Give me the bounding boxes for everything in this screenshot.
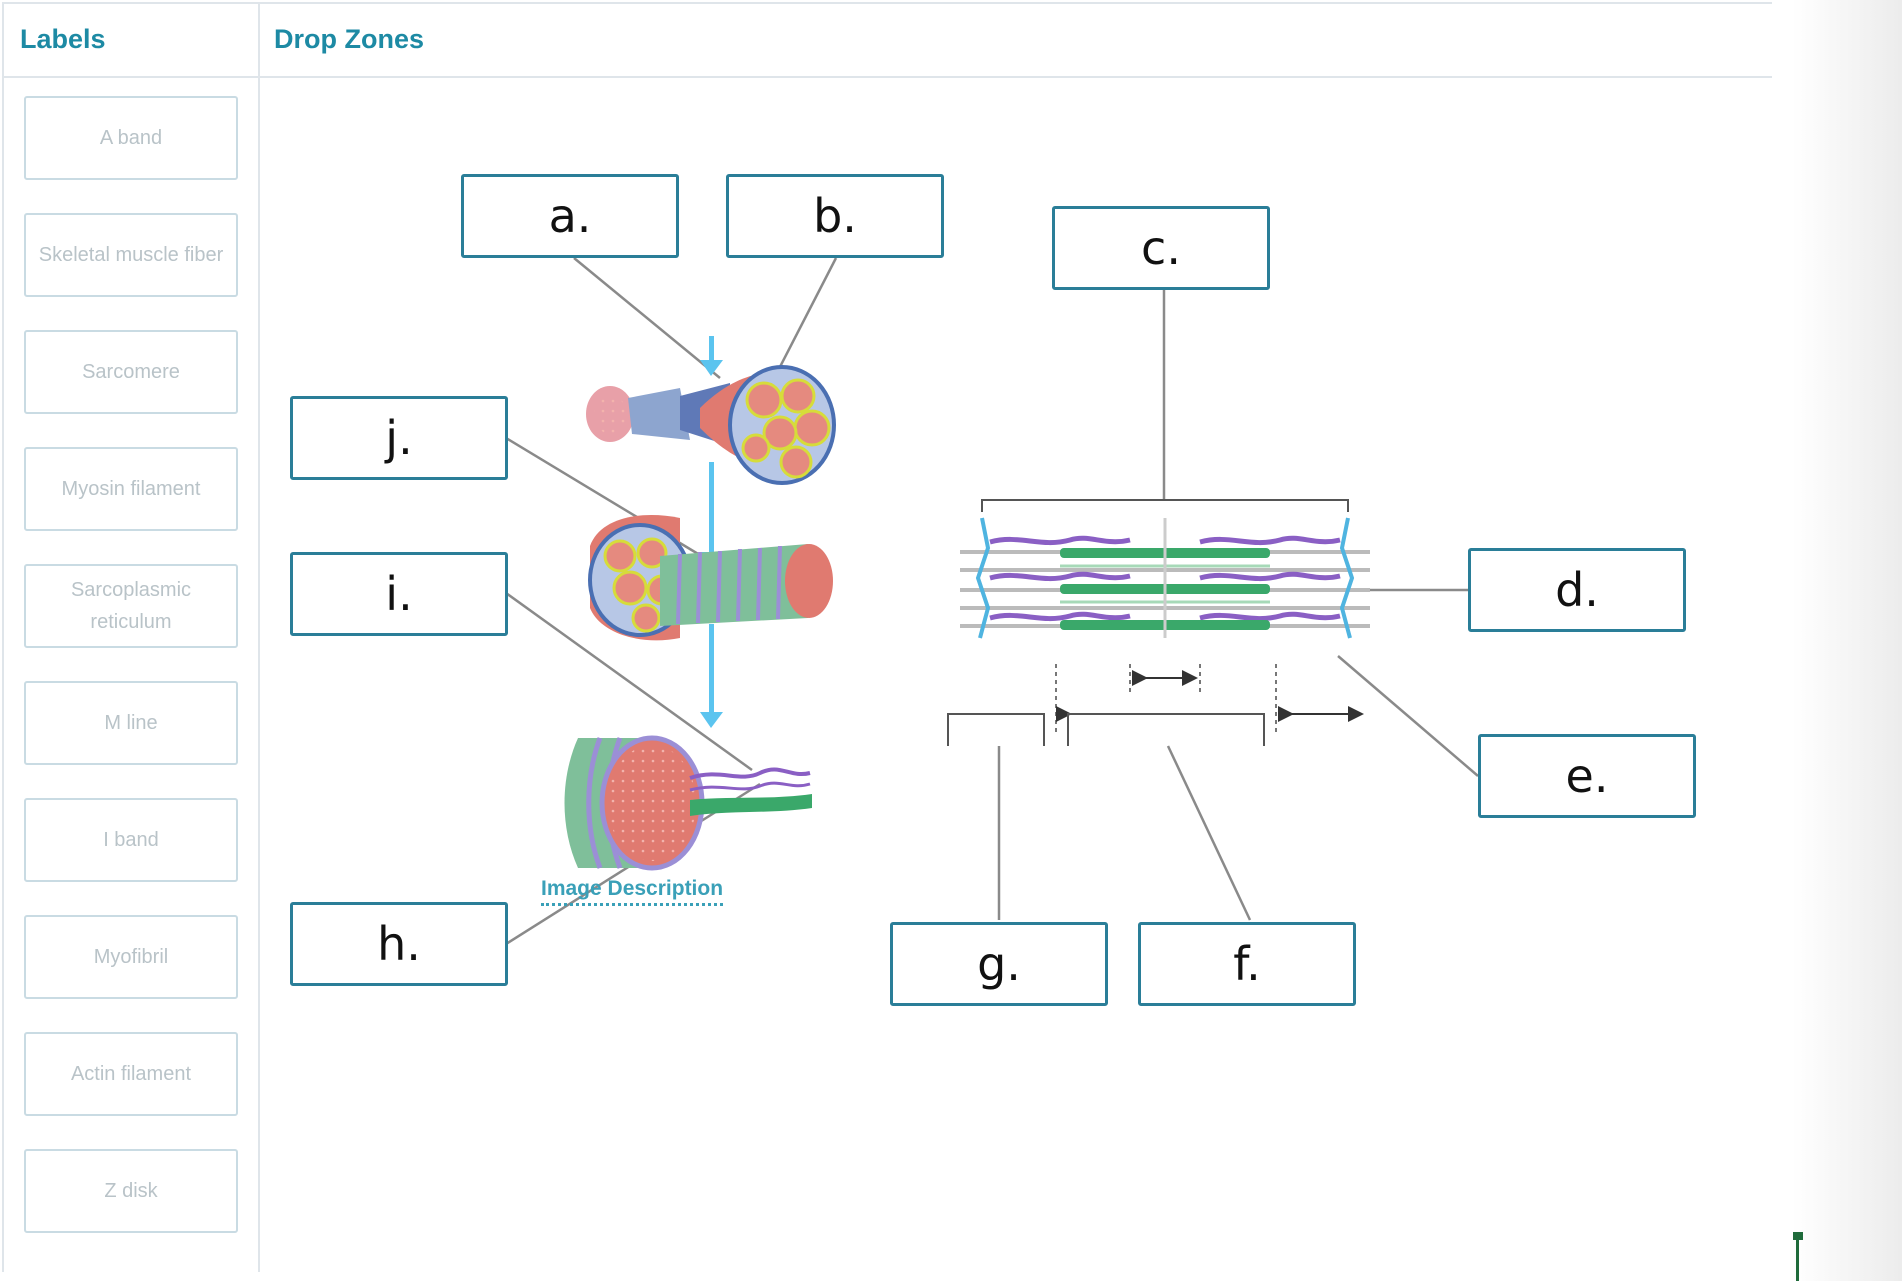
drop-zone-h[interactable]: h.: [290, 902, 508, 986]
label-skeletal-muscle-fiber[interactable]: Skeletal muscle fiber: [24, 213, 238, 297]
labels-column-title: Labels: [20, 24, 106, 54]
drop-zone-c[interactable]: c.: [1052, 206, 1270, 290]
image-description-link[interactable]: Image Description: [541, 877, 724, 906]
drop-zone-f[interactable]: f.: [1138, 922, 1356, 1006]
label-actin-filament[interactable]: Actin filament: [24, 1032, 238, 1116]
dropzones-column-title: Drop Zones: [274, 24, 425, 54]
muscle-illustration: [586, 365, 836, 485]
drop-zone-d[interactable]: d.: [1468, 548, 1686, 632]
label-i-band[interactable]: I band: [24, 798, 238, 882]
drop-zone-i[interactable]: i.: [290, 552, 508, 636]
label-sarcomere[interactable]: Sarcomere: [24, 330, 238, 414]
label-bank: A band Skeletal muscle fiber Sarcomere M…: [24, 96, 242, 1266]
label-m-line[interactable]: M line: [24, 681, 238, 765]
drop-zone-e[interactable]: e.: [1478, 734, 1696, 818]
drop-zone-area: a. b. c. d. e. f. g. h. i. j. Image Desc…: [260, 78, 1772, 1268]
header-row: Labels Drop Zones: [4, 4, 1772, 78]
label-z-disk[interactable]: Z disk: [24, 1149, 238, 1233]
label-myosin-filament[interactable]: Myosin filament: [24, 447, 238, 531]
muscle-structure-diagram: [505, 257, 1479, 946]
muscle-fiber-illustration: [588, 515, 833, 641]
label-myofibril[interactable]: Myofibril: [24, 915, 238, 999]
label-sarcoplasmic-reticulum[interactable]: Sarcoplasmic reticulum: [24, 564, 238, 648]
activity-frame: Labels Drop Zones A band Skeletal muscle…: [2, 2, 1772, 1272]
drop-zone-g[interactable]: g.: [890, 922, 1108, 1006]
myofibril-illustration: [564, 735, 812, 871]
drop-zone-b[interactable]: b.: [726, 174, 944, 258]
page-edge-shadow: [1792, 0, 1902, 1281]
cursor-marker-icon: [1793, 1232, 1803, 1281]
drop-zone-j[interactable]: j.: [290, 396, 508, 480]
label-a-band[interactable]: A band: [24, 96, 238, 180]
drop-zone-a[interactable]: a.: [461, 174, 679, 258]
sarcomere-illustration: [947, 499, 1370, 746]
column-divider: [258, 4, 260, 1272]
